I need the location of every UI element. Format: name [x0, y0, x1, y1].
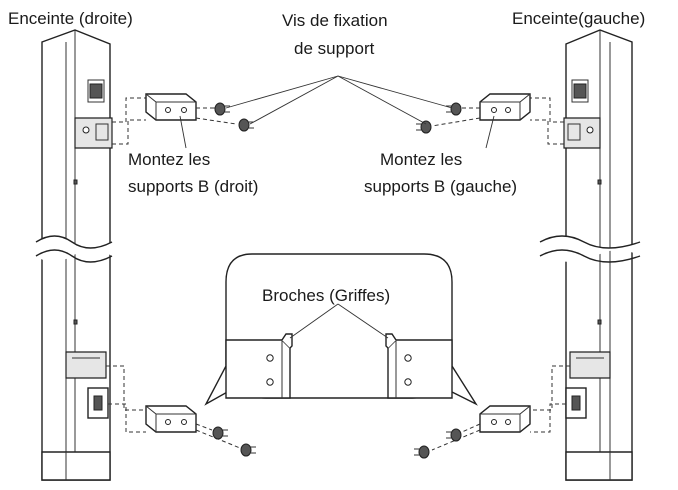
label-mount-left-line2: supports B (gauche): [364, 177, 518, 197]
screw-right-upper-2: [238, 118, 254, 132]
screw-right-lower-2: [240, 443, 256, 457]
screw-left-lower-1: [446, 428, 462, 442]
label-mount-right-line1: Montez les: [128, 150, 211, 170]
screw-right-upper-1: [210, 102, 230, 116]
bracket-left-upper: [431, 93, 564, 145]
label-pins: Broches (Griffes): [262, 286, 391, 305]
bracket-left-lower: [431, 365, 570, 451]
label-screws-line2: de support: [294, 39, 375, 58]
label-speaker-right: Enceinte (droite): [8, 9, 133, 28]
label-mount-left-line1: Montez les: [380, 150, 463, 170]
leader-lines: [179, 75, 495, 339]
speaker-left: [539, 29, 641, 481]
pins-detail-callout: [204, 253, 478, 406]
screw-left-lower-2: [414, 445, 430, 459]
label-mount-right-line2: supports B (droit): [128, 177, 259, 197]
screw-right-lower-1: [212, 426, 228, 440]
screw-left-upper-2: [416, 120, 432, 134]
speaker-right: [35, 29, 113, 481]
screw-left-upper-1: [446, 102, 462, 116]
label-screws-line1: Vis de fixation: [282, 11, 388, 30]
label-speaker-left: Enceinte(gauche): [512, 9, 646, 28]
bracket-right-upper: [112, 93, 237, 145]
